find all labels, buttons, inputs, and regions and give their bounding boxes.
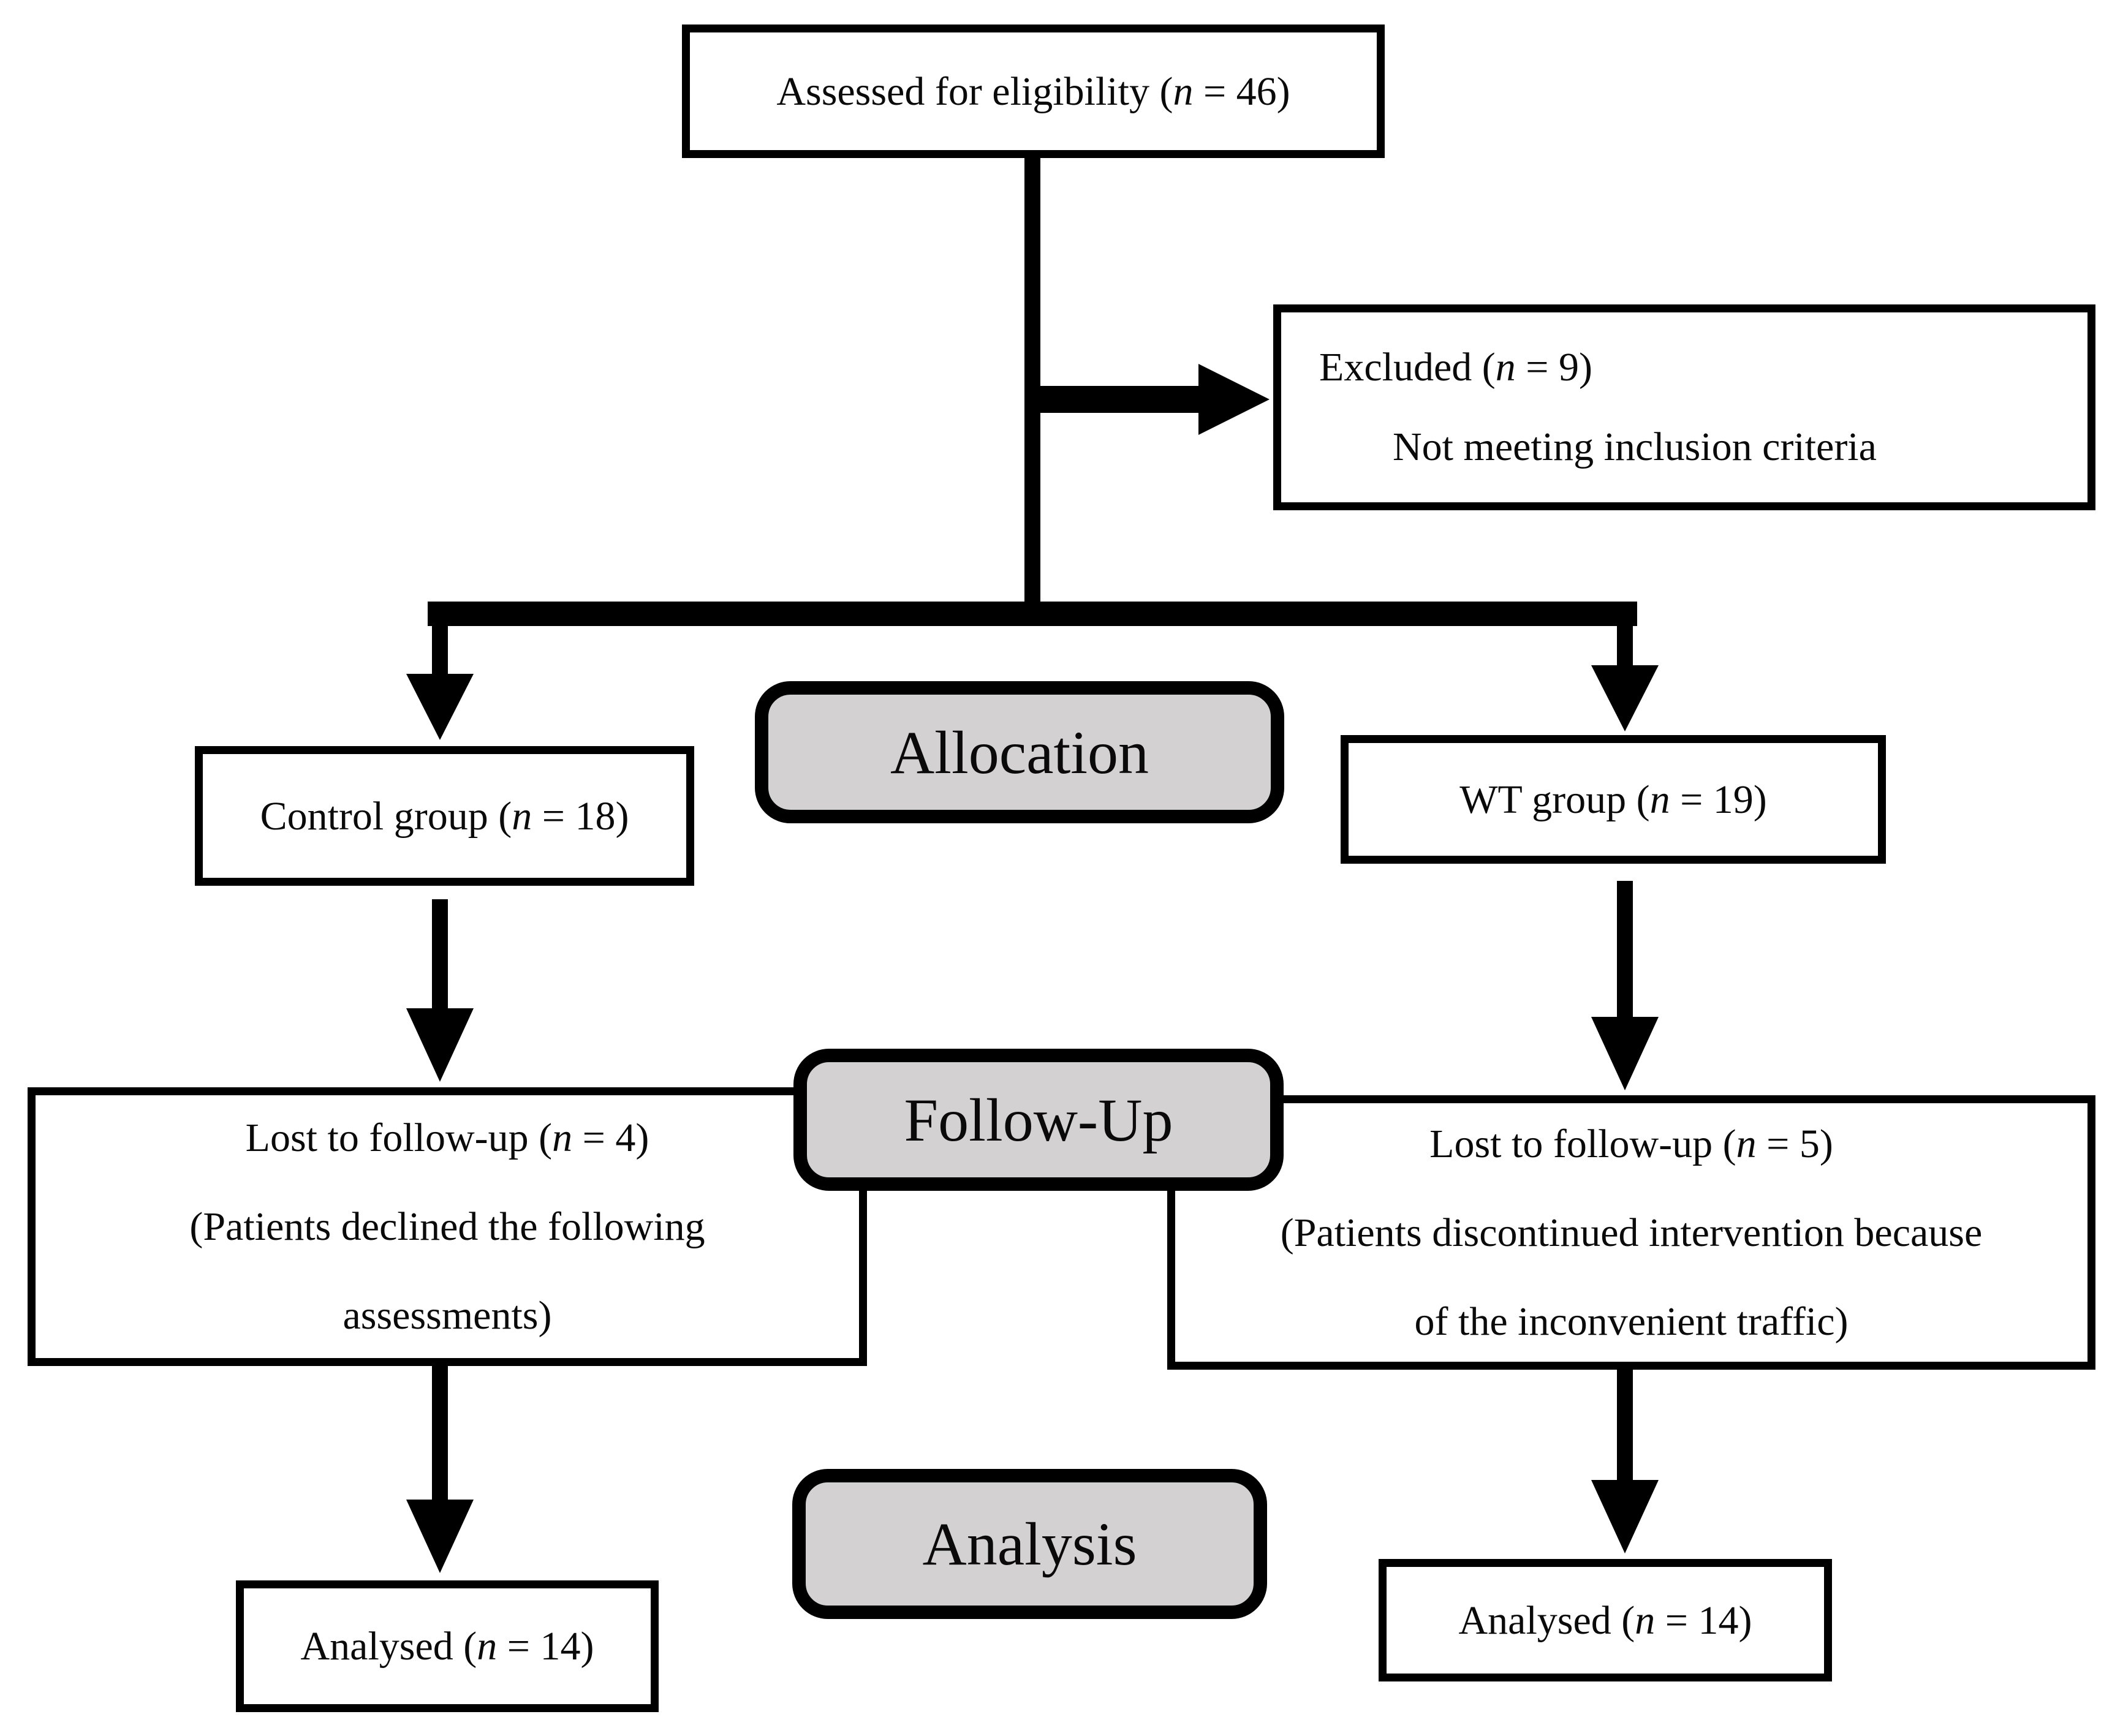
analysed-control-box: Analysed (n = 14) <box>236 1580 659 1712</box>
control-group-box: Control group (n = 18) <box>195 746 694 886</box>
italic-n: n <box>512 793 532 839</box>
italic-n: n <box>1649 777 1670 822</box>
lost-control-reason-line1: (Patients declined the following <box>189 1204 705 1249</box>
italic-n: n <box>1495 345 1516 390</box>
wt-group-box: WT group (n = 19) <box>1341 735 1886 864</box>
lost-wt-reason-line2: of the inconvenient traffic) <box>1414 1299 1849 1344</box>
italic-n: n <box>552 1115 573 1160</box>
italic-n: n <box>1173 69 1194 114</box>
lost-wt-count-text: Lost to follow-up (n = 5) <box>1429 1121 1833 1166</box>
italic-n: n <box>1635 1598 1656 1643</box>
lost-wt-reason-line1: (Patients discontinued intervention beca… <box>1280 1210 1983 1255</box>
arrowhead-analysed-control <box>406 1500 474 1573</box>
allocation-label-text: Allocation <box>890 718 1149 787</box>
control-group-text: Control group (n = 18) <box>260 793 629 839</box>
arrowhead-analysed-wt <box>1591 1480 1659 1553</box>
analysed-wt-text: Analysed (n = 14) <box>1458 1598 1752 1643</box>
italic-n: n <box>477 1624 498 1669</box>
excluded-count-text: Excluded (n = 9) <box>1319 345 1592 390</box>
arrowhead-lost-control <box>406 1008 474 1082</box>
arrowhead-lost-wt <box>1591 1017 1659 1090</box>
lost-to-followup-wt-box: Lost to follow-up (n = 5) (Patients disc… <box>1167 1095 2095 1370</box>
excluded-box: Excluded (n = 9) Not meeting inclusion c… <box>1273 304 2095 510</box>
analysed-wt-box: Analysed (n = 14) <box>1379 1559 1832 1681</box>
analysis-label-text: Analysis <box>922 1510 1137 1578</box>
analysis-phase-label: Analysis <box>792 1469 1267 1619</box>
lost-control-count-text: Lost to follow-up (n = 4) <box>245 1115 649 1160</box>
eligibility-box: Assessed for eligibility (n = 46) <box>682 25 1385 158</box>
analysed-control-text: Analysed (n = 14) <box>300 1624 594 1669</box>
lost-to-followup-control-box: Lost to follow-up (n = 4) (Patients decl… <box>28 1087 867 1366</box>
wt-group-text: WT group (n = 19) <box>1459 777 1767 822</box>
eligibility-text: Assessed for eligibility (n = 46) <box>776 69 1290 114</box>
arrowhead-excluded <box>1198 364 1270 435</box>
arrowhead-wt <box>1591 665 1659 731</box>
allocation-phase-label: Allocation <box>755 681 1284 823</box>
followup-label-text: Follow-Up <box>904 1085 1173 1154</box>
lost-control-reason-line2: assessments) <box>343 1293 552 1338</box>
followup-phase-label: Follow-Up <box>793 1049 1284 1191</box>
excluded-reason-text: Not meeting inclusion criteria <box>1393 425 1877 469</box>
italic-n: n <box>1736 1121 1757 1166</box>
arrowhead-control <box>406 674 474 740</box>
